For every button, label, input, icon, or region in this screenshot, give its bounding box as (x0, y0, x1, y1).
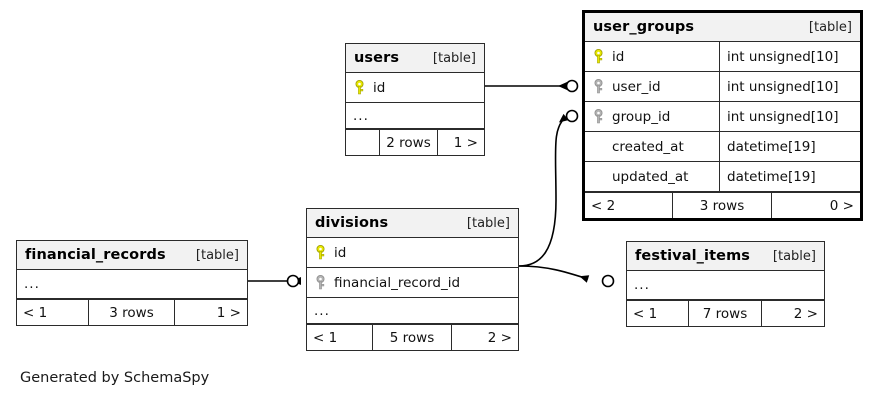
primary-key-icon (594, 49, 603, 64)
column-name: id (346, 80, 484, 96)
table-title: financial_records (25, 247, 166, 263)
column-label: group_id (612, 108, 671, 125)
footer-row-count: 3 rows (89, 300, 175, 325)
table-financial-records[interactable]: financial_records [table] ... < 1 3 rows… (16, 240, 248, 326)
footer-children-count[interactable]: 0 > (829, 197, 854, 214)
column-name: created_at (585, 139, 719, 155)
table-footer-financial-records: < 1 3 rows 1 > (17, 299, 247, 325)
column-row-user-groups-user-id[interactable]: user_id int unsigned[10] (585, 72, 860, 102)
primary-key-icon (316, 245, 325, 260)
table-footer-users: 2 rows 1 > (346, 129, 484, 155)
footer-row-count: 2 rows (380, 130, 438, 155)
table-footer-festival-items: < 1 7 rows 2 > (627, 300, 824, 326)
edge-users-to-user-groups (485, 79, 579, 93)
column-row-ellipsis: ... (627, 271, 824, 300)
edge-financial-records-to-divisions (248, 274, 301, 288)
footer-row-count: 3 rows (673, 193, 772, 218)
footer-children-count[interactable]: 2 > (487, 329, 512, 346)
column-name: user_id (585, 79, 719, 95)
table-footer-user-groups: < 2 3 rows 0 > (585, 192, 860, 218)
column-row-user-groups-created-at[interactable]: created_at datetime[19] (585, 132, 860, 162)
table-title: divisions (315, 215, 389, 231)
footer-row-count: 5 rows (373, 325, 452, 350)
column-name: group_id (585, 109, 719, 125)
ellipsis-label: ... (634, 277, 650, 293)
column-row-ellipsis: ... (346, 103, 484, 129)
column-row-users-id[interactable]: id (346, 73, 484, 103)
table-footer-divisions: < 1 5 rows 2 > (307, 324, 518, 350)
footer-children-count[interactable]: 1 > (216, 304, 241, 321)
table-kind-label: [table] (808, 19, 852, 35)
footer-children-count[interactable]: 1 > (453, 134, 478, 151)
column-name: financial_record_id (307, 275, 518, 291)
table-title: festival_items (635, 248, 751, 264)
foreign-key-icon (594, 109, 603, 124)
table-users[interactable]: users [table] id ... 2 rows 1 > (345, 43, 485, 156)
table-kind-label: [table] (432, 50, 476, 66)
foreign-key-icon (594, 79, 603, 94)
primary-key-icon (355, 80, 364, 95)
table-title: users (354, 50, 400, 66)
table-header-financial-records: financial_records [table] (17, 241, 247, 270)
column-row-user-groups-updated-at[interactable]: updated_at datetime[19] (585, 162, 860, 192)
table-user-groups[interactable]: user_groups [table] id int unsigned[10] (582, 10, 863, 221)
column-row-user-groups-id[interactable]: id int unsigned[10] (585, 42, 860, 72)
footer-parents-count[interactable]: < 1 (627, 301, 689, 326)
column-label: id (612, 48, 625, 65)
column-name: id (307, 245, 518, 261)
edge-divisions-to-festival-items (518, 265, 615, 288)
table-kind-label: [table] (466, 215, 510, 231)
column-label: id (334, 244, 347, 261)
table-divisions[interactable]: divisions [table] id (306, 208, 519, 351)
column-type: datetime[19] (719, 132, 860, 161)
column-row-ellipsis: ... (17, 270, 247, 299)
table-header-festival-items: festival_items [table] (627, 242, 824, 271)
column-type: int unsigned[10] (719, 102, 860, 131)
column-label: created_at (612, 138, 684, 155)
table-header-users: users [table] (346, 44, 484, 73)
foreign-key-icon (316, 275, 325, 290)
ellipsis-label: ... (314, 302, 330, 319)
ellipsis-label: ... (24, 276, 40, 292)
column-name: id (585, 49, 719, 65)
column-row-divisions-financial-record-id[interactable]: financial_record_id (307, 268, 518, 298)
column-type: int unsigned[10] (719, 42, 860, 71)
column-row-divisions-id[interactable]: id (307, 238, 518, 268)
table-kind-label: [table] (195, 247, 239, 263)
diagram-caption: Generated by SchemaSpy (20, 370, 210, 386)
column-label: updated_at (612, 168, 689, 185)
column-label: id (373, 79, 386, 96)
table-header-user-groups: user_groups [table] (585, 13, 860, 42)
column-type: datetime[19] (719, 162, 860, 191)
column-type: int unsigned[10] (719, 72, 860, 101)
footer-parents-count[interactable]: < 2 (585, 193, 673, 218)
column-name: updated_at (585, 169, 719, 185)
column-row-user-groups-group-id[interactable]: group_id int unsigned[10] (585, 102, 860, 132)
table-kind-label: [table] (772, 248, 816, 264)
footer-parents-count[interactable] (346, 130, 380, 155)
footer-row-count: 7 rows (689, 301, 762, 326)
footer-parents-count[interactable]: < 1 (307, 325, 373, 350)
column-label: financial_record_id (334, 274, 461, 291)
column-row-ellipsis: ... (307, 298, 518, 324)
table-title: user_groups (593, 19, 695, 35)
footer-children-count[interactable]: 2 > (793, 305, 818, 322)
table-header-divisions: divisions [table] (307, 209, 518, 238)
table-festival-items[interactable]: festival_items [table] ... < 1 7 rows 2 … (626, 241, 825, 327)
footer-parents-count[interactable]: < 1 (17, 300, 89, 325)
edge-divisions-to-user-groups (518, 109, 579, 267)
ellipsis-label: ... (353, 107, 369, 124)
column-label: user_id (612, 78, 661, 95)
